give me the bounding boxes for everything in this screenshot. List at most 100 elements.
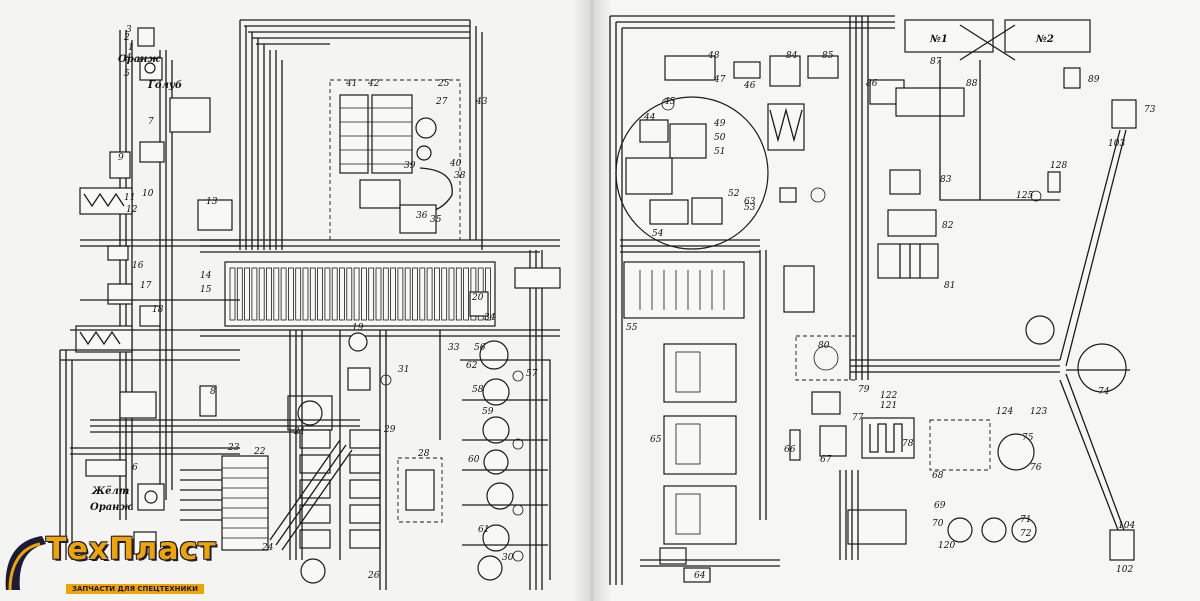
component-label-p-54: 54 [652, 229, 664, 239]
connector-terminal [433, 267, 440, 321]
instrument-circle-inset [615, 96, 769, 250]
relay [299, 429, 331, 449]
component-label-p-84: 84 [786, 51, 798, 61]
component-label-p-102: 102 [1116, 565, 1133, 575]
component-label-p-31: 31 [398, 365, 409, 375]
component-label-p-21: 21 [293, 427, 305, 437]
relay [349, 429, 381, 449]
component-label-oranzh2: Оранж [90, 502, 133, 513]
component-label-p-73: 73 [1144, 105, 1156, 115]
relay [299, 504, 331, 524]
top-harness [239, 19, 483, 250]
left-components [75, 27, 233, 555]
component-label-p-71: 71 [1020, 515, 1031, 525]
component-label-p-124: 124 [996, 407, 1013, 417]
lower-connector-23 [221, 332, 443, 584]
component-label-oranzh: Оранж [118, 54, 161, 65]
component-label-p-51: 51 [714, 147, 725, 157]
component-label-p-87: 87 [930, 57, 942, 67]
component-label-p-46: 46 [743, 81, 756, 91]
component-label-battery2: №2 [1035, 34, 1054, 45]
component-label-p-52: 52 [728, 189, 740, 199]
relay-block-41-42 [329, 79, 461, 241]
connector-terminal [448, 267, 455, 321]
connector-terminal [441, 267, 448, 321]
component-label-p-10: 10 [142, 189, 154, 199]
component-label-p-57: 57 [526, 369, 538, 379]
connector-terminal [339, 267, 345, 321]
component-label-p-128: 128 [1050, 161, 1067, 171]
component-label-p-104: 104 [1118, 521, 1135, 531]
right-mid-components [779, 169, 1127, 393]
component-label-p-15: 15 [200, 285, 212, 295]
central-connector-block [200, 239, 560, 337]
relay [349, 454, 381, 474]
book-spine-gutter [572, 0, 612, 601]
connector-terminal [324, 267, 331, 321]
component-label-p-53: 53 [744, 203, 756, 213]
component-label-p-66: 66 [784, 445, 796, 455]
relay [349, 479, 381, 499]
component-label-p-85: 85 [822, 51, 834, 61]
connector-terminal [346, 267, 353, 321]
component-label-p-58: 58 [472, 385, 484, 395]
component-label-p-88: 88 [966, 79, 978, 89]
component-label-p-56: 56 [474, 343, 486, 353]
component-label-p-41: 41 [345, 79, 357, 89]
batteries [904, 19, 1091, 61]
component-label-p-17: 17 [140, 281, 152, 291]
component-label-p-60: 60 [468, 455, 480, 465]
component-label-p-2: 2 [123, 33, 130, 43]
component-label-p-72: 72 [1020, 529, 1032, 539]
component-label-p-9: 9 [118, 153, 124, 163]
component-label-p-59: 59 [482, 407, 494, 417]
component-label-p-68: 68 [932, 471, 944, 481]
component-label-p-64: 64 [694, 571, 706, 581]
component-label-p-8: 8 [210, 387, 216, 397]
component-label-p-26: 26 [367, 571, 380, 581]
component-label-p-14: 14 [200, 271, 212, 281]
right-top-components [664, 55, 1137, 561]
component-label-p-6: 6 [132, 463, 138, 473]
component-label-p-16: 16 [132, 261, 144, 271]
component-label-p-40: 40 [449, 159, 462, 169]
component-label-p-29: 29 [383, 425, 396, 435]
connector-terminal [236, 267, 243, 321]
component-label-p-13: 13 [206, 197, 218, 207]
excavator-bucket-icon [5, 536, 46, 591]
connector-terminal [258, 267, 265, 321]
component-label-p-48: 48 [707, 51, 720, 61]
component-label-p-12: 12 [126, 205, 138, 215]
connector-terminal [390, 267, 397, 321]
component-label-p-23: 23 [227, 443, 240, 453]
component-label-p-44: 44 [643, 113, 656, 123]
component-label-p-86: 86 [866, 79, 878, 89]
connector-terminal [353, 267, 360, 321]
connector-terminal [273, 267, 280, 321]
component-label-p-39: 39 [404, 161, 416, 171]
component-label-p-63: 63 [744, 197, 756, 207]
connector-terminal [266, 267, 272, 321]
connector-terminal [375, 267, 382, 321]
logo-wordmark: ТехПласт [46, 532, 217, 567]
connector-terminal [426, 267, 433, 321]
component-label-p-83: 83 [940, 175, 952, 185]
component-label-p-77: 77 [852, 413, 864, 423]
component-label-p-61: 61 [478, 525, 489, 535]
connector-terminal [251, 267, 258, 321]
connector-terminal [368, 267, 375, 321]
relay [349, 504, 381, 524]
component-label-p-18: 18 [152, 305, 164, 315]
component-label-p-70: 70 [932, 519, 944, 529]
component-label-p-36: 36 [416, 211, 428, 221]
component-label-p-34: 34 [484, 313, 496, 323]
component-label-p-5: 5 [124, 69, 130, 79]
component-label-p-79: 79 [858, 385, 870, 395]
component-label-p-78: 78 [902, 439, 914, 449]
component-label-p-19: 19 [352, 323, 364, 333]
component-label-p-43: 43 [475, 97, 488, 107]
connector-terminal [331, 267, 338, 321]
connector-terminal [302, 267, 309, 321]
